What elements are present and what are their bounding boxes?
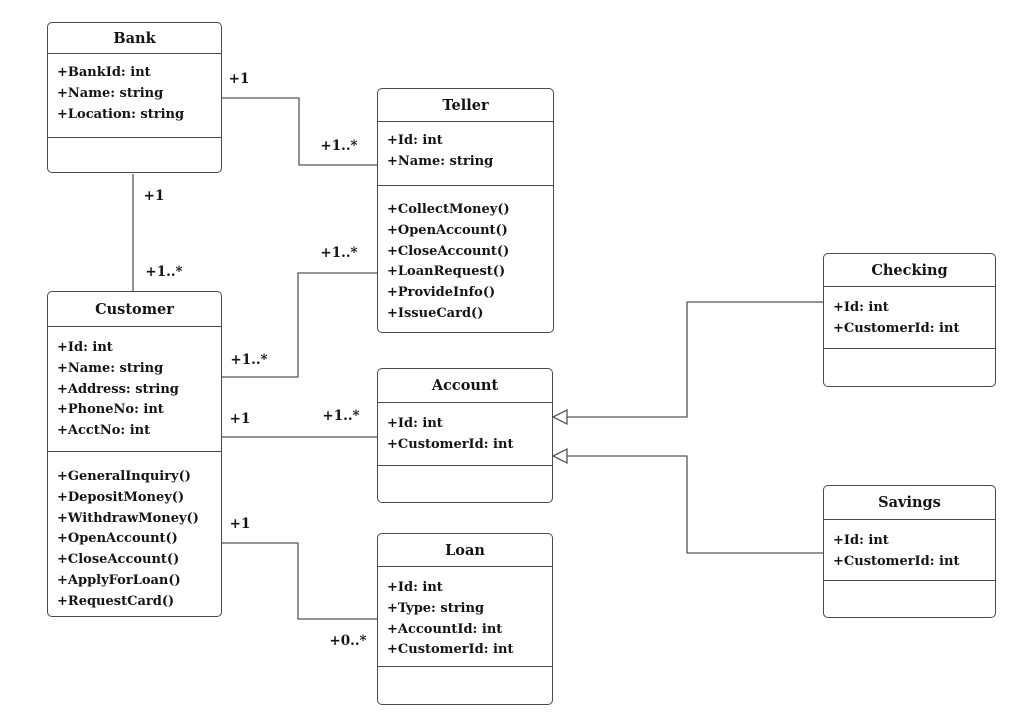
methods-compartment <box>48 138 221 172</box>
class-bank: Bank +BankId: int +Name: string +Locatio… <box>47 22 222 173</box>
multiplicity-label: +1..* <box>322 408 360 424</box>
attribute: +Name: string <box>57 360 164 376</box>
multiplicity-label: +1..* <box>145 264 183 280</box>
class-title: Customer <box>48 292 221 327</box>
attributes-compartment: +BankId: int +Name: string +Location: st… <box>48 54 221 138</box>
attribute: +Id: int <box>57 340 113 355</box>
method: +ProvideInfo() <box>387 285 496 301</box>
attributes-compartment: +Id: int +CustomerId: int <box>378 403 552 466</box>
multiplicity-label: +1..* <box>320 245 358 261</box>
multiplicity-label: +1 <box>228 71 250 87</box>
method: +CloseAccount() <box>57 552 180 568</box>
class-savings: Savings +Id: int +CustomerId: int <box>823 485 996 618</box>
class-title: Teller <box>378 89 553 122</box>
class-customer: Customer +Id: int +Name: string +Address… <box>47 291 222 617</box>
method: +DepositMoney() <box>57 489 185 505</box>
attribute: +Id: int <box>387 416 443 431</box>
generalization-checking-account <box>567 301 823 418</box>
attributes-compartment: +Id: int +Type: string +AccountId: int +… <box>378 567 552 667</box>
methods-compartment <box>824 581 995 617</box>
association-customer-teller <box>222 272 377 378</box>
method: +GeneralInquiry() <box>57 469 191 484</box>
method: +CollectMoney() <box>387 202 510 217</box>
multiplicity-label: +1 <box>229 411 251 427</box>
method: +LoanRequest() <box>387 264 506 280</box>
attribute: +AcctNo: int <box>57 423 151 439</box>
multiplicity-label: +1..* <box>320 138 358 154</box>
attribute: +Name: string <box>387 153 494 169</box>
class-title: Savings <box>824 486 995 520</box>
multiplicity-label: +0..* <box>329 633 367 649</box>
methods-compartment: +CollectMoney() +OpenAccount() +CloseAcc… <box>378 186 553 332</box>
class-title: Bank <box>48 23 221 54</box>
attribute: +CustomerId: int <box>833 320 960 336</box>
class-title: Checking <box>824 254 995 287</box>
method: +OpenAccount() <box>387 222 508 238</box>
attribute: +AccountId: int <box>387 621 503 637</box>
attribute: +Id: int <box>387 580 443 595</box>
class-title: Account <box>378 369 552 403</box>
generalization-arrowhead-checking <box>551 408 568 426</box>
attributes-compartment: +Id: int +Name: string <box>378 122 553 186</box>
method: +RequestCard() <box>57 593 175 609</box>
class-loan: Loan +Id: int +Type: string +AccountId: … <box>377 533 553 705</box>
method: +ApplyForLoan() <box>57 572 181 588</box>
attribute: +Id: int <box>833 300 889 315</box>
attribute: +CustomerId: int <box>387 642 514 658</box>
methods-compartment <box>378 466 552 502</box>
attributes-compartment: +Id: int +CustomerId: int <box>824 287 995 349</box>
attribute: +CustomerId: int <box>833 553 960 569</box>
attribute: +Address: string <box>57 381 179 397</box>
methods-compartment: +GeneralInquiry() +DepositMoney() +Withd… <box>48 452 221 616</box>
class-title: Loan <box>378 534 552 567</box>
attribute: +CustomerId: int <box>387 436 514 452</box>
method: +CloseAccount() <box>387 243 510 259</box>
methods-compartment <box>378 667 552 704</box>
attribute: +Name: string <box>57 85 164 101</box>
association-customer-loan <box>222 542 377 620</box>
method: +IssueCard() <box>387 305 484 321</box>
class-teller: Teller +Id: int +Name: string +CollectMo… <box>377 88 554 333</box>
attributes-compartment: +Id: int +Name: string +Address: string … <box>48 327 221 452</box>
multiplicity-label: +1..* <box>230 352 268 368</box>
class-checking: Checking +Id: int +CustomerId: int <box>823 253 996 387</box>
class-account: Account +Id: int +CustomerId: int <box>377 368 553 503</box>
attribute: +Id: int <box>833 533 889 548</box>
association-bank-teller <box>221 97 377 166</box>
multiplicity-label: +1 <box>229 516 251 532</box>
attribute: +Type: string <box>387 600 485 616</box>
methods-compartment <box>824 349 995 386</box>
multiplicity-label: +1 <box>143 188 165 204</box>
attribute: +BankId: int <box>57 65 151 80</box>
generalization-arrowhead-savings <box>551 447 568 465</box>
attribute: +PhoneNo: int <box>57 402 164 418</box>
generalization-savings-account <box>567 455 823 554</box>
attribute: +Id: int <box>387 133 443 148</box>
attribute: +Location: string <box>57 106 185 122</box>
attributes-compartment: +Id: int +CustomerId: int <box>824 520 995 581</box>
method: +OpenAccount() <box>57 531 178 547</box>
method: +WithdrawMoney() <box>57 510 199 526</box>
